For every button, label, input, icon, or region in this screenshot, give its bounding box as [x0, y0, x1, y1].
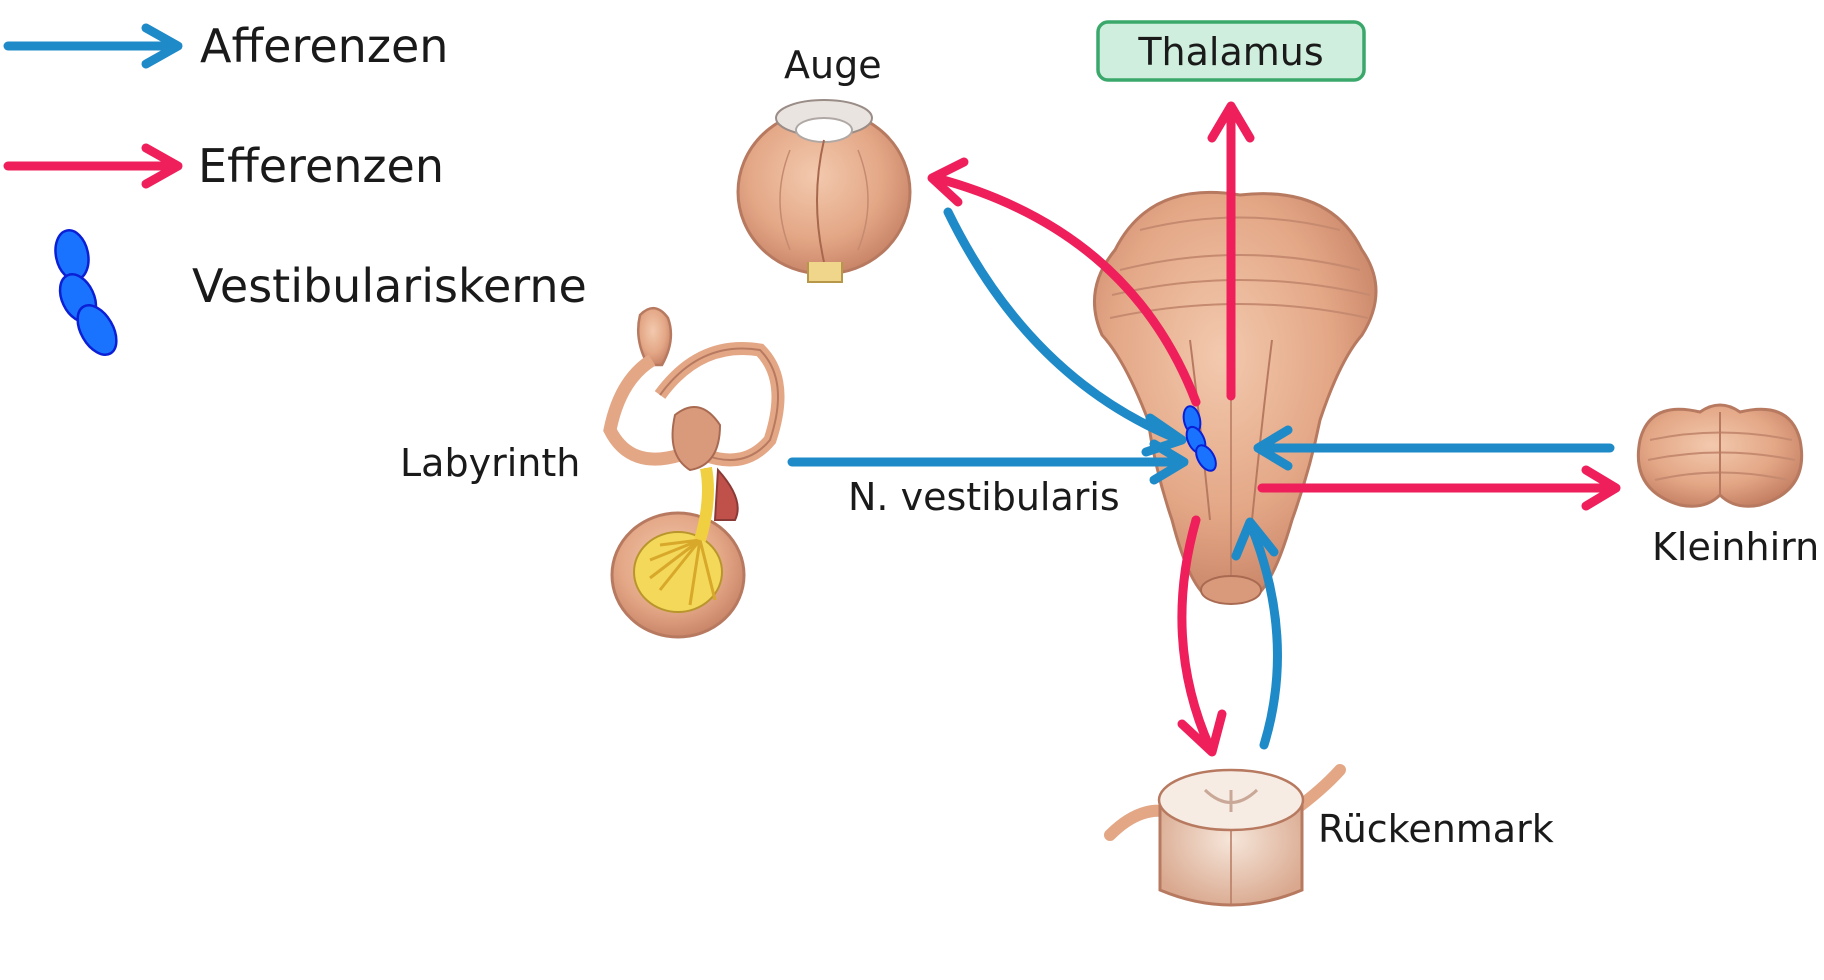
vestibular-nuclei — [1182, 405, 1217, 472]
thalamus-box: Thalamus — [1096, 20, 1366, 82]
arrow-spinalcord-to-nuclei — [1231, 517, 1282, 750]
legend-efferent-label: Efferenzen — [198, 139, 444, 193]
labyrinth-illustration — [603, 307, 785, 639]
cerebellum-illustration — [1636, 403, 1804, 508]
nerve-label: N. vestibularis — [848, 475, 1120, 519]
legend-afferent-arrow — [3, 23, 183, 69]
legend-efferent-arrow — [3, 143, 183, 189]
spinal-cord-illustration — [1104, 764, 1346, 907]
arrow-nuclei-to-cerebellum — [1257, 465, 1621, 511]
afferent-arrows — [787, 207, 1615, 750]
legend-afferent-label: Afferenzen — [200, 19, 448, 73]
legend: Afferenzen Efferenzen Vestibulariskerne — [3, 19, 587, 356]
efferent-arrows — [927, 101, 1621, 757]
arrow-nuclei-to-spinalcord — [1177, 515, 1227, 757]
legend-nuclei-icon — [54, 229, 118, 356]
eye-label: Auge — [784, 43, 882, 87]
arrow-nuclei-to-eye — [927, 157, 1201, 407]
eye-illustration — [736, 99, 912, 283]
legend-nuclei-label: Vestibulariskerne — [192, 259, 587, 313]
labyrinth-label: Labyrinth — [400, 441, 580, 485]
arrow-eye-to-nuclei — [943, 207, 1187, 457]
spinal-cord-label: Rückenmark — [1318, 807, 1554, 851]
cerebellum-label: Kleinhirn — [1652, 525, 1819, 569]
thalamus-label: Thalamus — [1137, 30, 1323, 74]
arrow-cerebellum-to-nuclei — [1253, 425, 1615, 471]
arrow-nuclei-to-thalamus — [1207, 101, 1255, 401]
